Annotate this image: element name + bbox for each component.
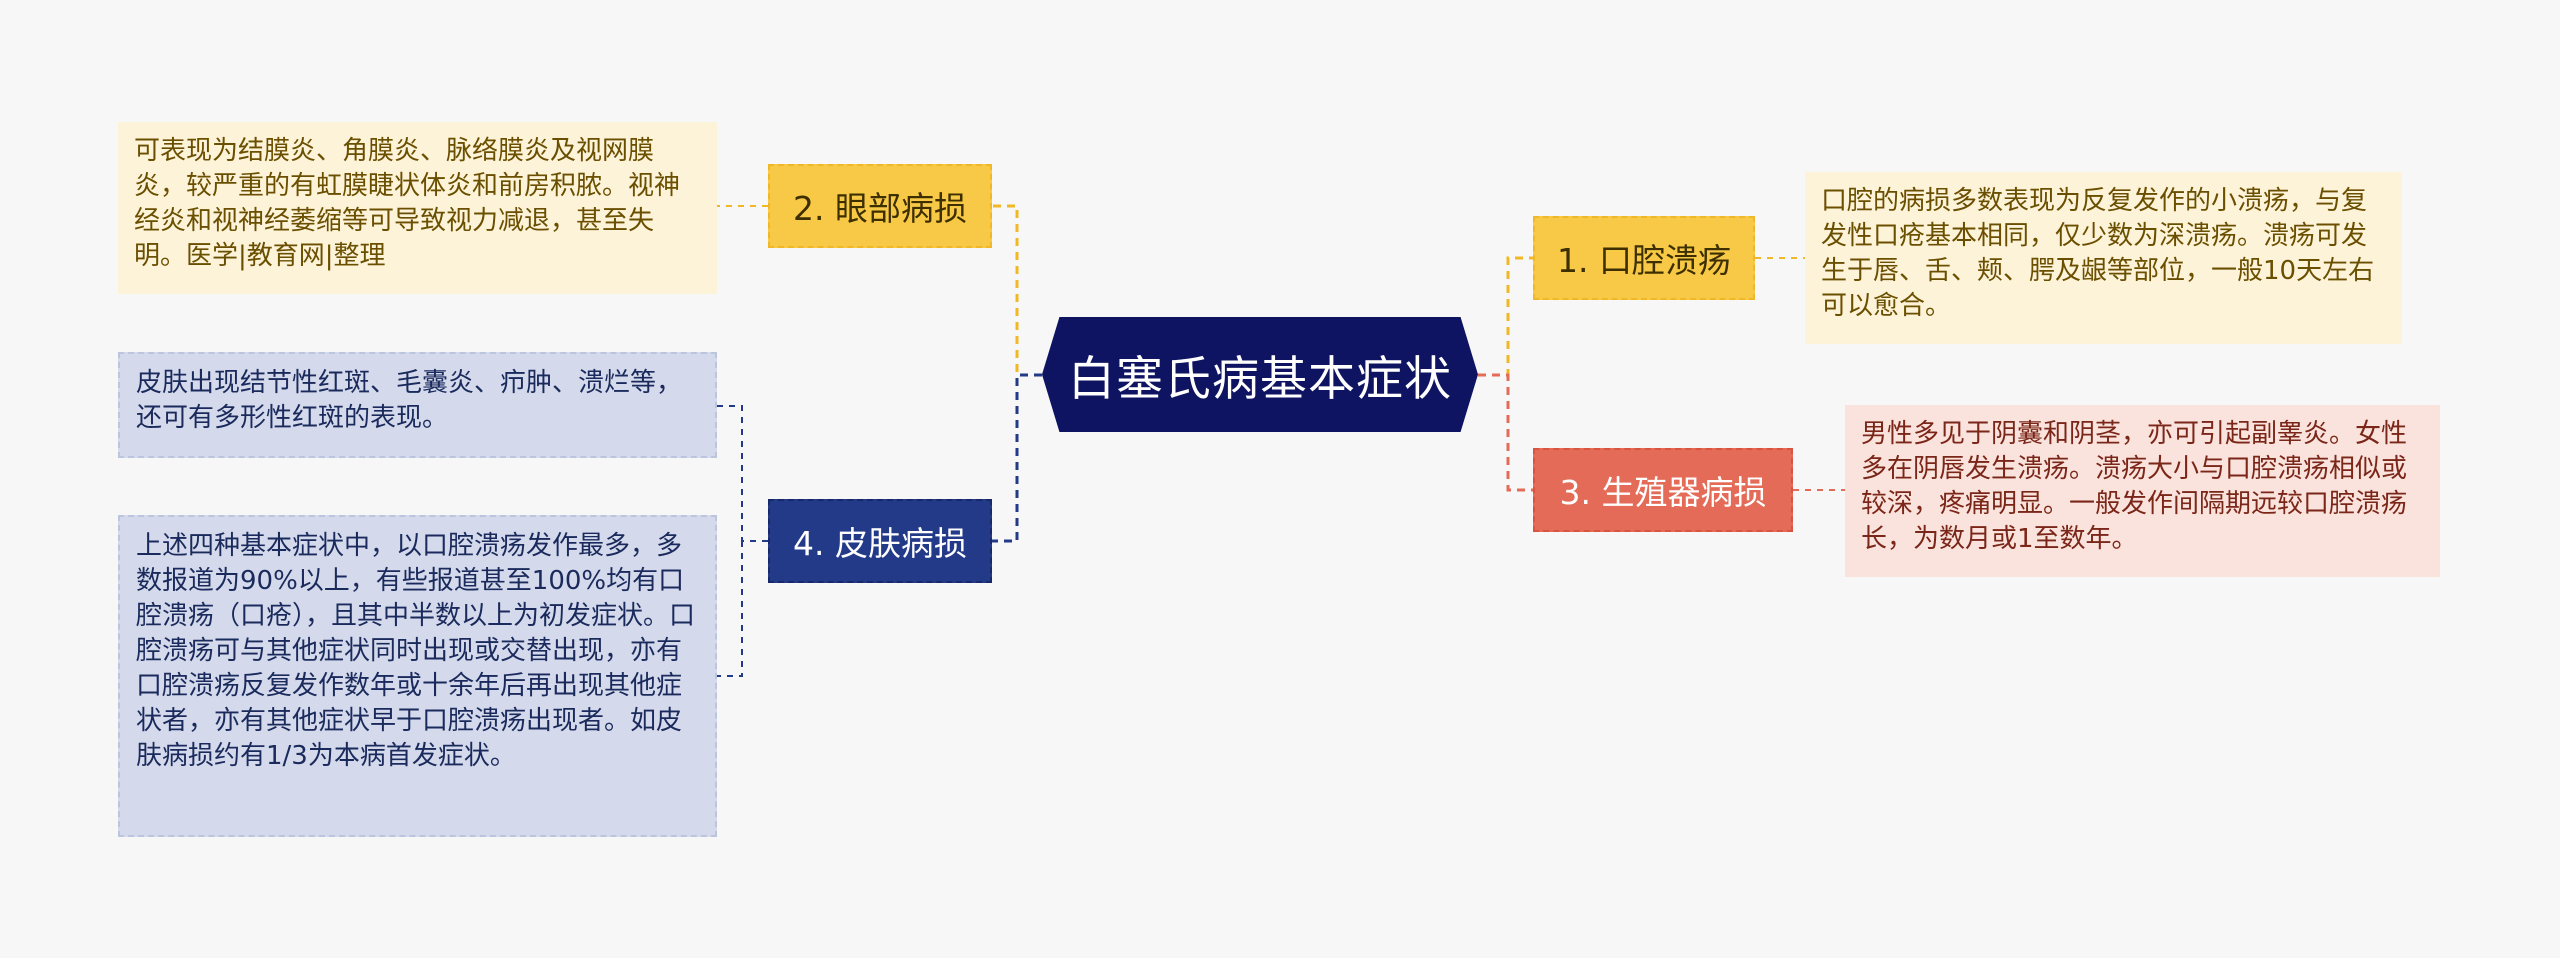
leaf-genital-lesion-detail: 男性多见于阴囊和阴茎，亦可引起副睾炎。女性多在阴唇发生溃疡。溃疡大小与口腔溃疡相… <box>1845 405 2440 577</box>
branch-label: 2. 眼部病损 <box>793 189 967 228</box>
connector-b4-leaves <box>717 405 768 677</box>
leaf-text: 口腔的病损多数表现为反复发作的小溃疡，与复发性口疮基本相同，仅少数为深溃疡。溃疡… <box>1821 186 2375 321</box>
center-node[interactable]: 白塞氏病基本症状 <box>1042 317 1478 432</box>
branch-label: 1. 口腔溃疡 <box>1557 241 1731 280</box>
leaf-symptom-summary: 上述四种基本症状中，以口腔溃疡发作最多，多数报道为90%以上，有些报道甚至100… <box>118 515 717 837</box>
branch-genital-lesion[interactable]: 3. 生殖器病损 <box>1533 448 1793 532</box>
leaf-text: 可表现为结膜炎、角膜炎、脉络膜炎及视网膜炎，较严重的有虹膜睫状体炎和前房积脓。视… <box>134 136 681 271</box>
connector-center-b2 <box>992 204 1042 377</box>
center-title: 白塞氏病基本症状 <box>1068 352 1452 407</box>
branch-label: 4. 皮肤病损 <box>793 524 967 563</box>
branch-skin-lesion[interactable]: 4. 皮肤病损 <box>768 499 992 583</box>
branch-oral-ulcer[interactable]: 1. 口腔溃疡 <box>1533 216 1755 300</box>
branch-label: 3. 生殖器病损 <box>1559 473 1767 512</box>
leaf-text: 上述四种基本症状中，以口腔溃疡发作最多，多数报道为90%以上，有些报道甚至100… <box>136 531 696 771</box>
leaf-eye-lesion-detail: 可表现为结膜炎、角膜炎、脉络膜炎及视网膜炎，较严重的有虹膜睫状体炎和前房积脓。视… <box>118 122 717 294</box>
branch-eye-lesion[interactable]: 2. 眼部病损 <box>768 164 992 248</box>
connector-center-b3 <box>1478 373 1533 492</box>
leaf-skin-lesion-detail: 皮肤出现结节性红斑、毛囊炎、疖肿、溃烂等，还可有多形性红斑的表现。 <box>118 352 717 458</box>
connector-center-b4 <box>992 373 1042 543</box>
connector-center-b1 <box>1478 256 1533 377</box>
leaf-oral-ulcer-detail: 口腔的病损多数表现为反复发作的小溃疡，与复发性口疮基本相同，仅少数为深溃疡。溃疡… <box>1805 172 2402 344</box>
leaf-text: 男性多见于阴囊和阴茎，亦可引起副睾炎。女性多在阴唇发生溃疡。溃疡大小与口腔溃疡相… <box>1861 419 2408 554</box>
leaf-text: 皮肤出现结节性红斑、毛囊炎、疖肿、溃烂等，还可有多形性红斑的表现。 <box>136 368 683 433</box>
